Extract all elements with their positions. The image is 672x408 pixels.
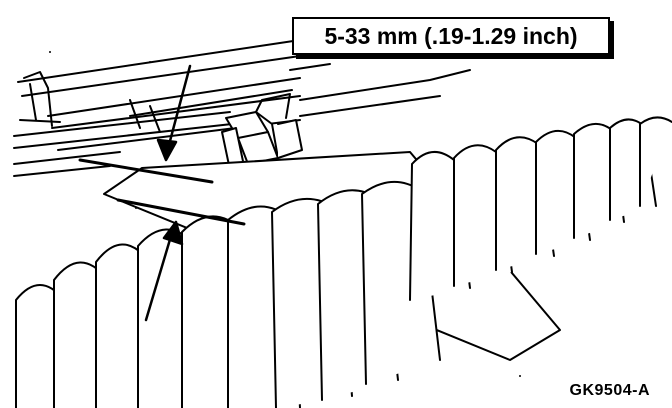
speckles xyxy=(49,51,521,377)
measurement-lines xyxy=(78,158,246,226)
figure-id: GK9504-A xyxy=(569,382,650,399)
boot-convolutions xyxy=(15,180,441,408)
arrow-icon xyxy=(144,220,184,322)
arrow-icon xyxy=(156,64,192,162)
measurement-callout: 5-33 mm (.19-1.29 inch) xyxy=(292,17,610,55)
boot-convolutions-rear xyxy=(409,116,672,301)
frame-structure xyxy=(13,39,471,177)
retaining-clip xyxy=(221,93,303,171)
